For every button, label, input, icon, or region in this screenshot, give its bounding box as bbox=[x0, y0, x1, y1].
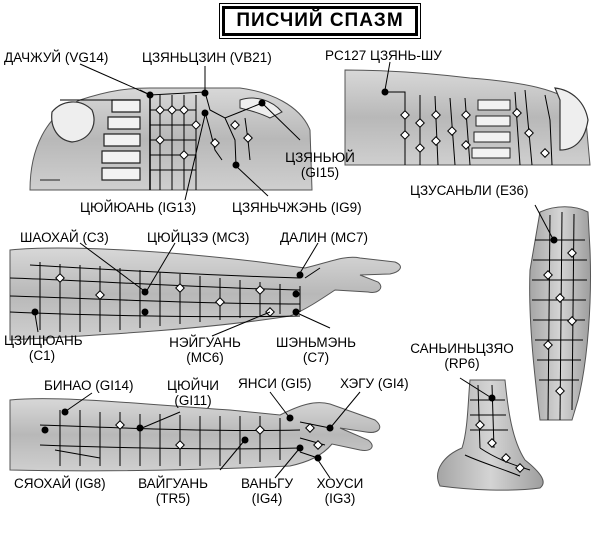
page-title: ПИСЧИЙ СПАЗМ bbox=[219, 3, 421, 39]
label-housi-code: (IG3) bbox=[324, 491, 356, 506]
outer-arm-figure bbox=[9, 391, 381, 479]
label-czyanchzhen: ЦЗЯНЬЧЖЭНЬ (IG9) bbox=[232, 200, 362, 215]
label-czusanli: ЦЗУСАНЬЛИ (E36) bbox=[410, 183, 529, 198]
label-neyguan: НЭЙГУАНЬ (MC6) bbox=[160, 335, 250, 365]
label-czyuyuan: ЦЮЙЮАНЬ (IG13) bbox=[80, 200, 197, 215]
label-czyanczin: ЦЗЯНЬЦЗИН (VB21) bbox=[142, 50, 272, 65]
label-yansi: ЯНСИ (GI5) bbox=[238, 376, 312, 391]
label-vangu: ВАНЬГУ (IG4) bbox=[232, 476, 302, 506]
label-vaiguan: ВАЙГУАНЬ (TR5) bbox=[128, 476, 218, 506]
label-czicyuan-name: ЦЗИЦЮАНЬ bbox=[4, 333, 83, 348]
label-shenmen: ШЭНЬМЭНЬ (C7) bbox=[268, 335, 364, 365]
label-czicyuan-code: (C1) bbox=[28, 348, 56, 363]
label-sanyinczyao: САНЬИНЬЦЗЯО (RP6) bbox=[392, 341, 532, 371]
label-syaohai: СЯОХАЙ (IG8) bbox=[14, 476, 106, 491]
label-sanyinczyao-name: САНЬИНЬЦЗЯО bbox=[410, 341, 514, 356]
label-vangu-name: ВАНЬГУ bbox=[240, 476, 294, 491]
label-sanyinczyao-code: (RP6) bbox=[444, 356, 480, 371]
leg-figure bbox=[529, 204, 591, 421]
label-czyuychi: ЦЮЙЧИ (GI11) bbox=[158, 378, 228, 408]
label-czyuychi-code: (GI11) bbox=[174, 393, 212, 408]
label-czyanyuy: ЦЗЯНЬЮЙ (GI15) bbox=[280, 150, 360, 180]
label-shenmen-name: ШЭНЬМЭНЬ bbox=[276, 335, 356, 350]
label-czyanyuy-code: (GI15) bbox=[300, 165, 340, 180]
label-hegu: ХЭГУ (GI4) bbox=[340, 376, 409, 391]
label-czyuyczze: ЦЮЙЦЗЭ (MC3) bbox=[147, 230, 250, 245]
label-shaohai: ШАОХАЙ (C3) bbox=[20, 230, 109, 245]
label-shenmen-code: (C7) bbox=[302, 350, 330, 365]
chest-figure bbox=[344, 61, 591, 166]
inner-arm-figure bbox=[9, 242, 401, 341]
label-vangu-code: (IG4) bbox=[251, 491, 283, 506]
label-housi: ХОУСИ (IG3) bbox=[308, 476, 372, 506]
label-pc127: PC127 ЦЗЯНЬ-ШУ bbox=[325, 48, 442, 63]
foot-figure bbox=[437, 377, 544, 491]
back-figure bbox=[29, 63, 313, 201]
label-binao: БИНАО (GI14) bbox=[44, 378, 134, 393]
label-housi-name: ХОУСИ bbox=[316, 476, 364, 491]
label-vaiguan-name: ВАЙГУАНЬ bbox=[138, 476, 208, 491]
label-dalin: ДАЛИН (MC7) bbox=[280, 230, 369, 245]
spine-ribs bbox=[101, 99, 141, 181]
label-neyguan-name: НЭЙГУАНЬ bbox=[169, 335, 241, 350]
label-czyanyuy-name: ЦЗЯНЬЮЙ bbox=[285, 150, 355, 165]
label-dachzhui: ДАЧЖУЙ (VG14) bbox=[4, 50, 109, 65]
label-czyuychi-name: ЦЮЙЧИ bbox=[166, 378, 220, 393]
label-vaiguan-code: (TR5) bbox=[155, 491, 191, 506]
label-neyguan-code: (MC6) bbox=[186, 350, 224, 365]
label-czicyuan: ЦЗИЦЮАНЬ (C1) bbox=[4, 333, 83, 363]
